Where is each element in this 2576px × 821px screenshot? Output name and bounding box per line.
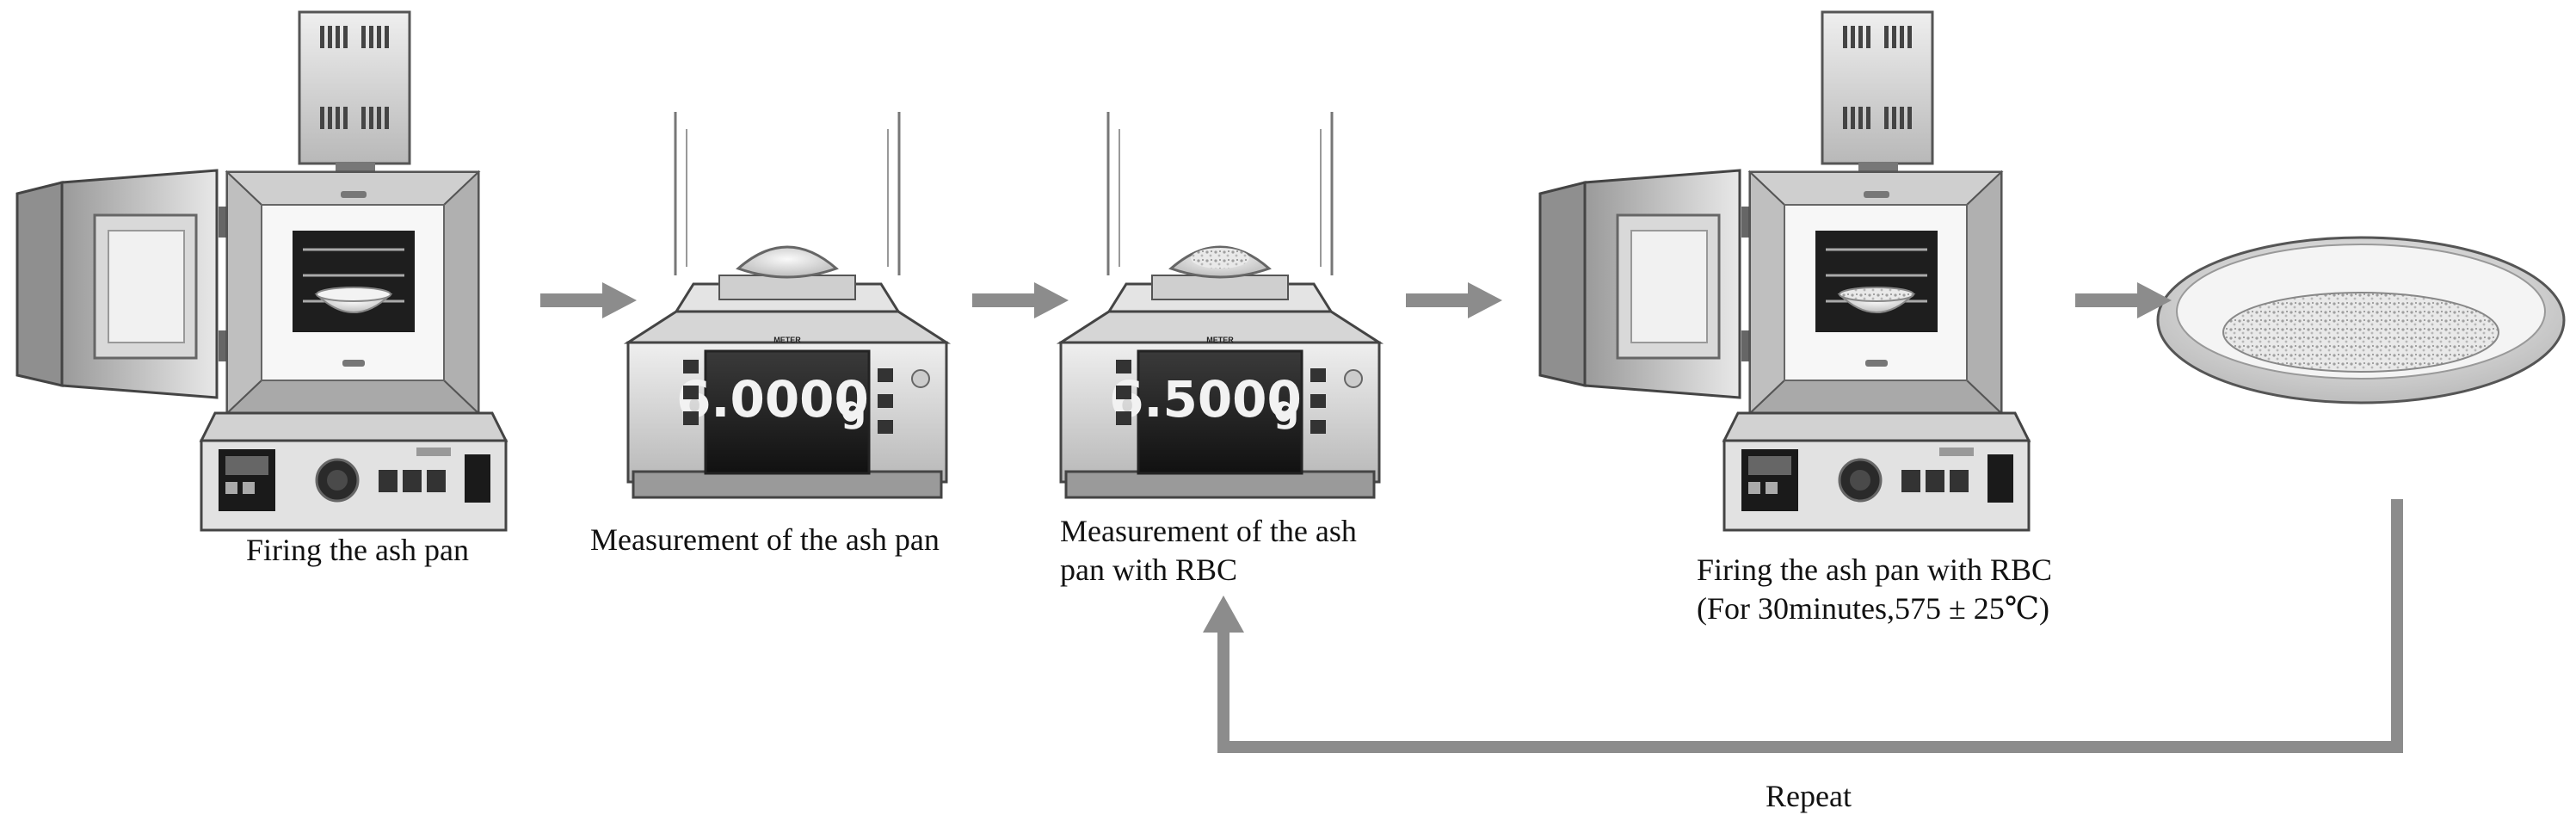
furnace-chimney [1821, 10, 1934, 165]
balance-brand: METER [773, 336, 801, 344]
furnace-chamber [293, 231, 415, 332]
step-4-label-line-1: Firing the ash pan with RBC [1697, 552, 2052, 587]
step-3-label-line-2: pan with RBC [1060, 552, 1238, 587]
flow-arrows [540, 282, 2172, 318]
arrow-right-icon [2075, 282, 2172, 318]
weight-unit: g [841, 388, 866, 430]
weight-readout: 6.0000 [676, 370, 869, 429]
weight-readout: 6.5000 [1109, 370, 1302, 429]
balance-brand: METER [1206, 336, 1234, 344]
ash-residue [2222, 292, 2499, 373]
step-2-label: Measurement of the ash pan [590, 522, 940, 557]
arrow-right-icon [972, 282, 1069, 318]
ash-pan [736, 245, 839, 279]
arrow-up-icon [1203, 596, 1244, 633]
muffle-furnace-2 [1538, 10, 2031, 532]
step-1-label: Firing the ash pan [246, 533, 469, 567]
analytical-balance-2: METER 6.5000 g [1056, 112, 1384, 499]
step-3-label-line-1: Measurement of the ash [1060, 514, 1357, 548]
repeat-loop-arrow [1203, 499, 2403, 753]
repeat-label: Repeat [1766, 779, 1852, 813]
step-4-label-line-2: (For 30minutes,575 ± 25℃) [1697, 591, 2050, 626]
power-switch [465, 454, 490, 503]
analytical-balance-1: METER 6.0000 g [623, 112, 952, 499]
muffle-furnace-1 [15, 10, 508, 532]
arrow-right-icon [540, 282, 637, 318]
power-switch [1987, 454, 2013, 503]
balance-display [704, 349, 871, 475]
weight-unit: g [1273, 388, 1299, 430]
ash-dish-with-residue [2156, 236, 2566, 404]
furnace-chamber [1815, 231, 1938, 332]
balance-display [1137, 349, 1303, 475]
furnace-chimney [298, 10, 411, 165]
arrow-right-icon [1406, 282, 1502, 318]
rbc-sample [1191, 248, 1249, 269]
